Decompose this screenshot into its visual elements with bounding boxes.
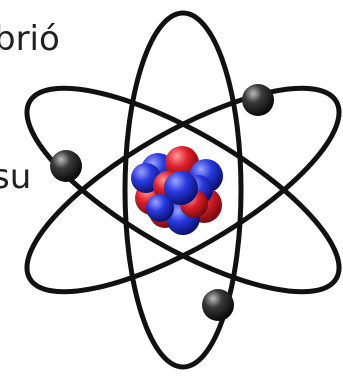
neutron xyxy=(164,171,198,205)
slide-text-fragment-top: brió xyxy=(0,19,60,59)
electron xyxy=(50,150,82,182)
electron xyxy=(242,84,274,116)
orbit-diagonal-b xyxy=(24,85,342,295)
orbit-vertical xyxy=(122,10,244,370)
nucleus xyxy=(131,146,223,235)
electrons xyxy=(50,84,274,321)
neutron xyxy=(146,194,174,222)
orbit-diagonal-a xyxy=(24,85,342,295)
orbits xyxy=(24,10,342,370)
electron xyxy=(202,289,234,321)
slide-text-fragment-mid: su xyxy=(0,157,32,197)
